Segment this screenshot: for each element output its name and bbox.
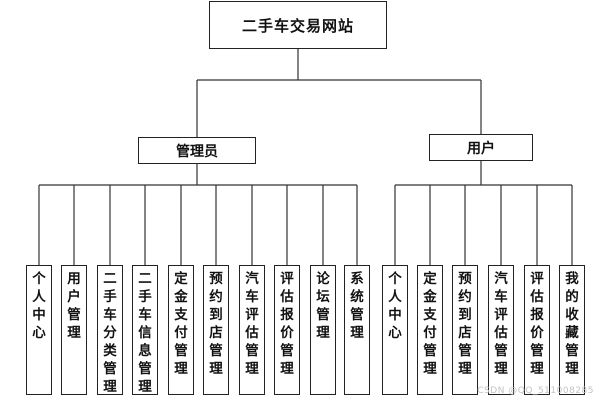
group-label-admin: 管理员: [176, 143, 218, 160]
leaf-label: 个人中心: [32, 271, 46, 341]
root-node: 二手车交易网站: [209, 1, 387, 49]
leaf-label: 二手车信息管理: [138, 271, 152, 395]
leaf-node: 二手车信息管理: [132, 265, 158, 395]
leaf-node: 评估报价管理: [274, 265, 300, 395]
leaf-node: 个人中心: [26, 265, 52, 395]
leaf-label: 个人中心: [388, 271, 402, 341]
leaf-label: 评估报价管理: [530, 271, 544, 377]
leaf-node: 系统管理: [344, 265, 370, 395]
group-label-user: 用户: [467, 140, 495, 157]
leaf-node: 论坛管理: [310, 265, 336, 395]
watermark: CSDN @QQ_511008285: [477, 386, 594, 396]
leaf-node: 汽车评估管理: [488, 265, 514, 395]
leaf-label: 我的收藏管理: [565, 271, 579, 377]
leaf-node: 汽车评估管理: [239, 265, 265, 395]
leaf-label: 预约到店管理: [458, 271, 472, 377]
leaf-label: 评估报价管理: [280, 271, 294, 377]
group-node-admin: 管理员: [138, 137, 256, 164]
leaf-node: 二手车分类管理: [97, 265, 123, 395]
leaf-node: 预约到店管理: [452, 265, 478, 395]
leaf-node: 预约到店管理: [203, 265, 229, 395]
leaf-label: 定金支付管理: [174, 271, 188, 377]
leaf-label: 汽车评估管理: [494, 271, 508, 377]
leaf-label: 定金支付管理: [423, 271, 437, 377]
leaf-label: 论坛管理: [316, 271, 330, 341]
leaf-label: 用户管理: [67, 271, 81, 341]
leaf-node: 定金支付管理: [168, 265, 194, 395]
leaf-label: 系统管理: [350, 271, 364, 341]
leaf-label: 汽车评估管理: [245, 271, 259, 377]
leaf-node: 个人中心: [382, 265, 408, 395]
leaf-node: 我的收藏管理: [559, 265, 585, 395]
leaf-label: 二手车分类管理: [103, 271, 117, 395]
leaf-node: 评估报价管理: [524, 265, 550, 395]
root-label: 二手车交易网站: [241, 16, 354, 35]
group-node-user: 用户: [429, 134, 533, 161]
leaf-label: 预约到店管理: [209, 271, 223, 377]
leaf-node: 用户管理: [61, 265, 87, 395]
leaf-node: 定金支付管理: [417, 265, 443, 395]
